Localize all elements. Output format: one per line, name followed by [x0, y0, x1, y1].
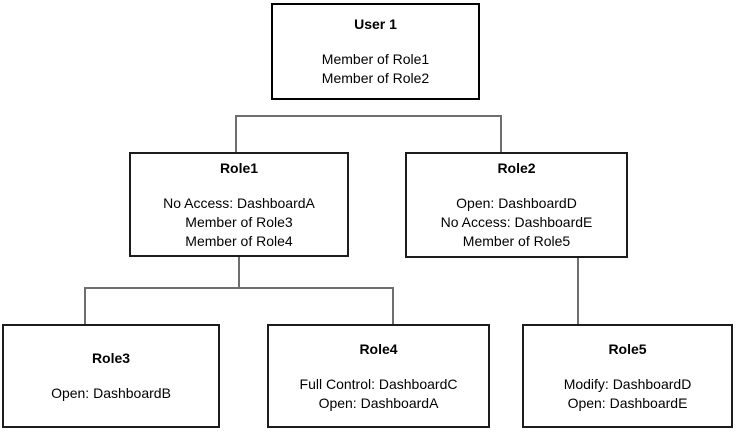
node-role2-title: Role2: [497, 160, 536, 176]
node-role5-line: Modify: DashboardD: [563, 375, 692, 392]
connector-role1-children-horizontal: [84, 287, 394, 289]
node-role4-line: Open: DashboardA: [318, 394, 439, 411]
node-role1: Role1 No Access: DashboardA Member of Ro…: [129, 152, 349, 257]
node-role5-body: Modify: DashboardD Open: DashboardE: [564, 375, 692, 413]
connector-drop-to-role2: [500, 115, 502, 152]
node-role4-body: Full Control: DashboardC Open: Dashboard…: [300, 375, 458, 413]
node-user1: User 1 Member of Role1 Member of Role2: [271, 3, 480, 100]
node-role3: Role3 Open: DashboardB: [2, 324, 220, 428]
node-role5-title: Role5: [608, 340, 647, 357]
node-role3-line: Open: DashboardB: [51, 385, 171, 401]
node-user1-line: Member of Role2: [321, 70, 430, 86]
node-role1-line: No Access: DashboardA: [163, 194, 315, 211]
connector-drop-to-role1: [235, 115, 237, 152]
connector-role1-stub: [238, 257, 240, 288]
node-role1-line: Member of Role4: [185, 232, 293, 249]
connector-user1-children-horizontal: [235, 115, 502, 117]
node-role5: Role5 Modify: DashboardD Open: Dashboard…: [522, 324, 733, 428]
node-role3-body: Open: DashboardB: [51, 384, 171, 403]
node-user1-line: Member of Role1: [321, 51, 430, 67]
node-role2: Role2 Open: DashboardD No Access: Dashbo…: [405, 152, 628, 258]
node-role3-title: Role3: [91, 350, 131, 366]
connector-role2-to-role5: [577, 258, 579, 324]
connector-drop-to-role4: [392, 287, 394, 324]
node-role2-line: No Access: DashboardE: [440, 214, 593, 230]
node-role4-line: Full Control: DashboardC: [299, 375, 458, 392]
node-role5-line: Open: DashboardE: [567, 394, 688, 411]
node-role1-title: Role1: [219, 159, 259, 176]
connector-drop-to-role3: [84, 287, 86, 324]
node-role2-body: Open: DashboardD No Access: DashboardE M…: [441, 194, 593, 251]
node-user1-body: Member of Role1 Member of Role2: [322, 50, 429, 88]
node-user1-title: User 1: [354, 16, 397, 32]
node-role2-line: Member of Role5: [462, 233, 571, 249]
node-role4: Role4 Full Control: DashboardC Open: Das…: [267, 324, 490, 428]
node-role4-title: Role4: [359, 340, 398, 357]
node-role2-line: Open: DashboardD: [456, 195, 577, 211]
node-role1-body: No Access: DashboardA Member of Role3 Me…: [163, 194, 315, 251]
node-role1-line: Member of Role3: [185, 213, 293, 230]
